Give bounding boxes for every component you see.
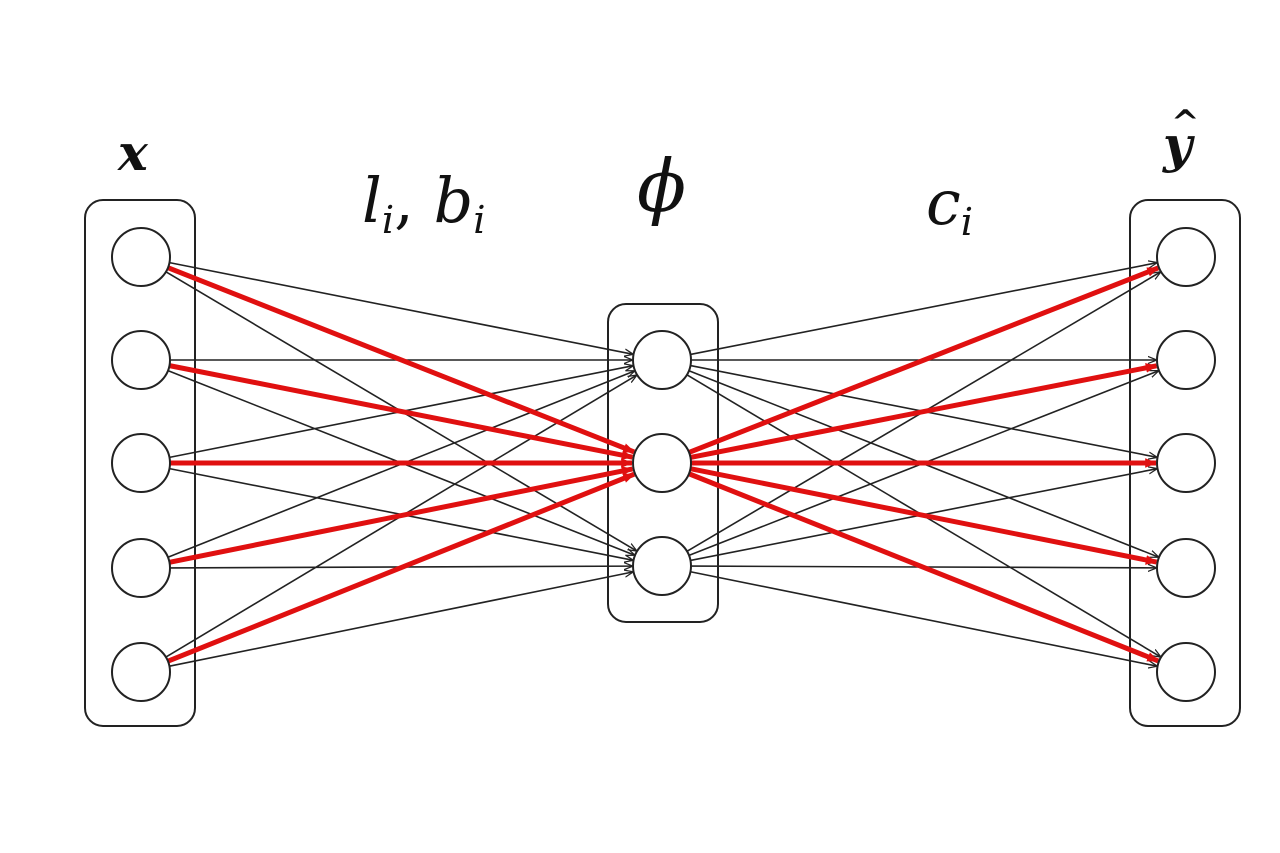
edge-h2-out5 — [688, 471, 1160, 664]
edge-h1-out1 — [690, 263, 1156, 356]
encoder-b-sub: i — [473, 197, 486, 243]
output-label: ^ y — [1163, 106, 1200, 170]
decoder-c-sub: i — [960, 199, 974, 245]
output-base: y — [1163, 115, 1193, 174]
input-label: x — [118, 123, 148, 182]
edge-h2-out2 — [689, 363, 1158, 460]
input-node-4 — [111, 538, 171, 598]
edge-h2-out1 — [688, 265, 1160, 455]
edge-in1-h2 — [167, 265, 636, 455]
input-node-1 — [111, 227, 171, 287]
encoder-b: b — [433, 164, 474, 237]
encoder-l-sub: i — [381, 197, 395, 243]
output-hat: ^ — [1171, 103, 1200, 143]
hidden-node-1 — [632, 330, 692, 390]
bottleneck-label: ϕ — [637, 144, 687, 228]
decoder-c: c — [926, 166, 961, 239]
output-node-3 — [1156, 433, 1216, 493]
hidden-node-2 — [632, 433, 692, 493]
neurons — [111, 227, 1216, 702]
edge-in2-h2 — [168, 363, 634, 460]
edge-in4-h2 — [168, 466, 634, 565]
output-node-2 — [1156, 330, 1216, 390]
output-node-1 — [1156, 227, 1216, 287]
edge-in5-h2 — [166, 471, 636, 664]
edge-in5-h3 — [169, 572, 632, 668]
edge-h2-out4 — [689, 466, 1158, 565]
highlighted-edges — [166, 265, 1160, 664]
encoder-sep: , — [394, 164, 434, 237]
edge-h3-out5 — [690, 570, 1156, 666]
input-node-2 — [111, 330, 171, 390]
input-node-5 — [111, 642, 171, 702]
hidden-node-3 — [632, 536, 692, 596]
input-node-3 — [111, 433, 171, 493]
encoder-l: l — [362, 164, 382, 237]
encoder-params-label: li, bi — [362, 170, 486, 240]
edge-in1-h1 — [169, 261, 632, 355]
output-node-4 — [1156, 538, 1216, 598]
output-node-5 — [1156, 642, 1216, 702]
decoder-params-label: ci — [926, 172, 973, 242]
